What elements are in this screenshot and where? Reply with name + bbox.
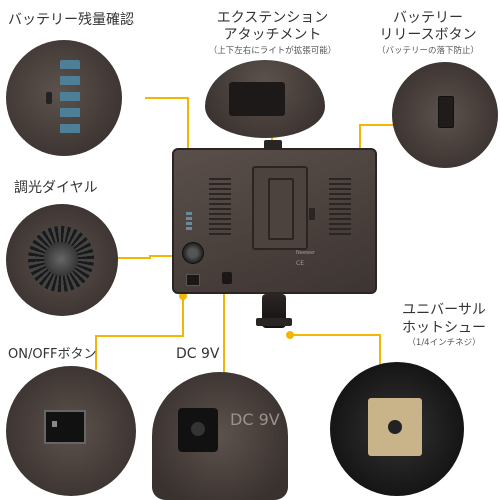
dimmer-knob-zoom [28, 226, 94, 292]
dimmer-detail [6, 204, 118, 316]
hotshoe-title: ユニバーサル [402, 302, 486, 318]
vent-right [329, 178, 351, 236]
extension-slot [229, 82, 285, 116]
dc9v-print: DC 9V [230, 410, 280, 429]
dc9v-detail: DC 9V [152, 372, 288, 500]
dimmer-line [115, 255, 178, 259]
extension-title: エクステンション [216, 10, 329, 26]
battery-release-title2: リリースボタン [379, 27, 477, 43]
battery-release-button[interactable] [309, 208, 315, 220]
mount-knob [256, 318, 292, 326]
battery-release-title: バッテリー [393, 10, 463, 26]
battery-check-button[interactable] [46, 92, 52, 104]
hotshoe-title2: ホットシュー [402, 320, 486, 336]
dc-port-zoom [178, 408, 218, 452]
top-cold-shoe [264, 140, 282, 150]
onoff-switch-zoom [44, 410, 86, 444]
onoff-switch[interactable] [186, 274, 200, 286]
battery-level-label: バッテリー残量確認 [8, 12, 134, 28]
extension-detail [205, 60, 325, 138]
onoff-line [95, 296, 184, 370]
ce-text: CE [296, 260, 304, 267]
battery-level-detail [6, 40, 122, 156]
onoff-label: ON/OFFボタン [8, 347, 97, 362]
vent-left [209, 178, 231, 236]
hotshoe-detail [330, 362, 464, 496]
battery-indicator [186, 212, 192, 232]
hotshoe-sub: （1/4インチネジ） [407, 338, 481, 348]
release-button-zoom [438, 96, 454, 128]
hotshoe-line [290, 334, 381, 370]
dc9v-label: DC 9V [176, 346, 220, 362]
hotshoe-plate-zoom [368, 398, 422, 456]
onoff-detail [6, 366, 136, 496]
extension-title2: アタッチメント [223, 27, 322, 43]
battery-release-detail [392, 62, 498, 168]
battery-led-bars [60, 60, 80, 138]
led-panel: Neewer CE [172, 148, 377, 294]
battery-plate [252, 166, 308, 250]
extension-sub: （上下左右にライトが拡張可能） [208, 46, 337, 56]
dimmer-knob[interactable] [182, 242, 204, 264]
dc-port[interactable] [222, 272, 232, 284]
dimmer-label: 調光ダイヤル [14, 180, 98, 196]
model-text: Neewer [296, 250, 316, 256]
battery-release-sub: （バッテリーの落下防止） [376, 46, 479, 56]
